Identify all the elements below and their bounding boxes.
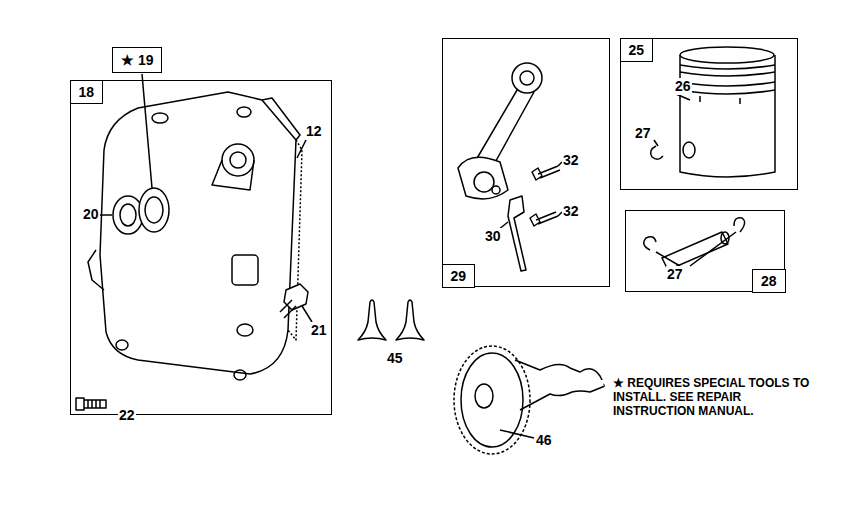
callout-number: 22	[118, 407, 136, 424]
callout-number: 32	[562, 152, 580, 169]
callout-number: 21	[310, 322, 328, 339]
callout-number: 18	[70, 80, 104, 104]
callout-number: 20	[82, 206, 100, 223]
callout-box: ★ 19	[112, 47, 162, 73]
callout-number: 32	[562, 203, 580, 220]
callout-number: 27	[634, 125, 652, 142]
part-group-frame: 29	[442, 38, 610, 287]
part-group-frame: 25	[620, 38, 798, 190]
callout-number: 46	[535, 432, 553, 449]
callout-number: 28	[752, 269, 786, 293]
callout-number: 30	[484, 228, 502, 245]
callout-number: 27	[666, 266, 684, 283]
callout-number: 12	[305, 123, 323, 140]
callout-number: 25	[620, 38, 654, 62]
callout-number: ★ 19	[121, 52, 153, 68]
callout-number: 26	[674, 78, 692, 95]
callout-number: 45	[386, 350, 404, 367]
part-group-frame: 28	[625, 210, 785, 292]
part-group-frame: 18	[70, 80, 332, 415]
note-text: ★ REQUIRES SPECIAL TOOLS TO INSTALL. SEE…	[612, 376, 820, 418]
callout-number: 29	[442, 264, 476, 288]
